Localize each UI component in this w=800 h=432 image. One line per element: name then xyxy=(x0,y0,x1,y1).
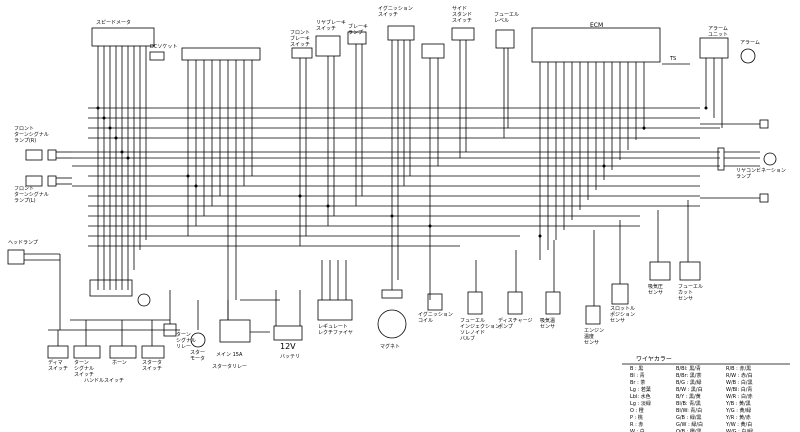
dimmer-switch-label: ディマ スイッチ xyxy=(48,360,69,372)
wire-color-entry: Bl/W: 青/白 xyxy=(676,408,703,414)
main-fuse-label: メイン 15A xyxy=(216,352,243,358)
engine-temp-label: エンジン 温度 センサ xyxy=(584,328,605,346)
ignition-switch-box xyxy=(387,25,415,41)
wire-color-entry: Lg : 淡緑 xyxy=(630,401,651,407)
rear-brake-switch-box xyxy=(315,35,341,57)
wire-color-entry: Bl/B: 青/黒 xyxy=(676,401,701,407)
throttle-sensor-label: スロットル ポジション センサ xyxy=(610,306,636,324)
wire-color-entry: W : 白 xyxy=(630,429,645,432)
wire-color-entry: B/W : 黒/白 xyxy=(676,387,703,393)
speedometer-connector xyxy=(91,27,155,47)
regulator-label: レギュレート レクチファイヤ xyxy=(318,324,353,336)
alarm-unit-label: アラーム ユニット xyxy=(708,26,729,38)
wire-color-entry: Bl : 青 xyxy=(630,373,645,379)
turn-signal-relay-label: ターン シグナル リレー xyxy=(176,332,197,350)
wire-color-entry: G/W : 緑/白 xyxy=(676,422,704,428)
license-lamp-label: リヤコンビネーション ランプ xyxy=(736,168,786,180)
intake-temp-label: 吸気温 センサ xyxy=(540,318,556,330)
discharge-pump-label: ディスチャージ ポンプ xyxy=(498,318,533,330)
rear-brake-switch-label: リヤブレーキ スイッチ xyxy=(316,20,347,32)
fuel-level-box xyxy=(495,29,515,49)
turn-switch-label: ターン シグナル スイッチ xyxy=(74,360,95,378)
wire-color-entry: W/G : 白/緑 xyxy=(726,429,754,432)
ignition-coil-label: イグニッション コイル xyxy=(418,312,453,324)
fuel-level-label: フューエル レベル xyxy=(494,12,520,24)
alarm-symbol xyxy=(740,48,756,64)
alarm-unit-box xyxy=(699,37,729,59)
ecm-label: ECM xyxy=(590,22,604,29)
dc-socket-connector xyxy=(149,51,165,61)
alarm-label: アラーム xyxy=(740,40,760,46)
wire-color-entry: P : 桃 xyxy=(630,415,643,421)
front-turn-l-label: フロント ターンシグナル ランプ(L) xyxy=(14,186,49,204)
wire-color-entry: O/B : 橙/黒 xyxy=(676,429,702,432)
speedometer-label: スピードメータ xyxy=(96,20,132,26)
handle-switch-label: ハンドルスイッチ xyxy=(84,378,125,384)
meter-connector xyxy=(181,47,261,61)
front-turn-r-label: フロント ターンシグナル ランプ(R) xyxy=(14,126,49,144)
wire-color-entry: Y/B : 黄/黒 xyxy=(726,401,751,407)
wire-color-entry: R/W : 赤/白 xyxy=(726,373,753,379)
battery-voltage-label: 12V xyxy=(280,342,296,351)
starter-switch-label: スタータ スイッチ xyxy=(142,360,163,372)
wire-color-entry: Lbl: 水色 xyxy=(630,394,651,400)
brake-lamp-label: ブレーキ ランプ xyxy=(348,24,369,36)
battery-label: バッテリ xyxy=(280,354,301,360)
wire-color-entry: R : 赤 xyxy=(630,422,644,428)
wire-color-entry: B/G : 黒/緑 xyxy=(676,380,702,386)
ignition-switch-label: イグニッション スイッチ xyxy=(378,6,413,18)
dc-socket-label: DCソケット xyxy=(150,44,178,50)
ts-label: TS xyxy=(670,56,677,62)
intake-pressure-label: 吸気圧 センサ xyxy=(648,284,664,296)
wire-color-entry: B/Br: 黒/茶 xyxy=(676,373,702,379)
front-brake-switch-label: フロント ブレーキ スイッチ xyxy=(290,30,311,48)
wire-color-entry: B : 黒 xyxy=(630,366,644,372)
wire-color-entry: O : 橙 xyxy=(630,408,644,414)
wire-color-entry: Y/W : 黄/白 xyxy=(726,422,753,428)
wire-color-entry: R/B : 赤/黒 xyxy=(726,366,752,372)
wire-color-entry: Br : 茶 xyxy=(630,380,646,386)
side-stand-switch-label: サイド スタンド スイッチ xyxy=(452,6,473,24)
wire-color-entry: Lg : 若葉 xyxy=(630,387,651,393)
fuel-injector-label: フューエル インジェクション ソレノイド バルブ xyxy=(460,318,501,342)
wire-color-entry: B/Bl: 黒/青 xyxy=(676,366,701,372)
headlamp-label: ヘッドランプ xyxy=(8,240,38,246)
wire-color-entry: W/Bl: 白/青 xyxy=(726,387,753,393)
front-brake-switch-box xyxy=(291,47,313,59)
ecm-box xyxy=(531,27,661,63)
magneto-label: マグネト xyxy=(380,344,401,350)
wire-color-entry: G/B : 緑/黒 xyxy=(676,415,702,421)
starter-motor-label: スター モータ xyxy=(190,350,206,362)
wire-color-entry: Y/G : 黄/緑 xyxy=(726,408,752,414)
wire-color-legend-title: ワイヤカラー xyxy=(636,356,672,363)
starter-relay-label: スタータリレー xyxy=(212,364,248,370)
horn-switch-label: ホーン xyxy=(112,360,127,366)
brake-lamp-box xyxy=(347,31,367,45)
side-stand-relay-box xyxy=(451,27,475,41)
wire-color-entry: W/R : 白/赤 xyxy=(726,394,753,400)
wire-color-entry: Y/R : 黄/赤 xyxy=(726,415,751,421)
side-stand-switch-box xyxy=(421,43,445,59)
fuel-cut-label: フューエル カット センサ xyxy=(678,284,704,302)
wire-color-entry: W/B : 白/黒 xyxy=(726,380,753,386)
wire-color-entry: B/Y : 黒/黄 xyxy=(676,394,701,400)
